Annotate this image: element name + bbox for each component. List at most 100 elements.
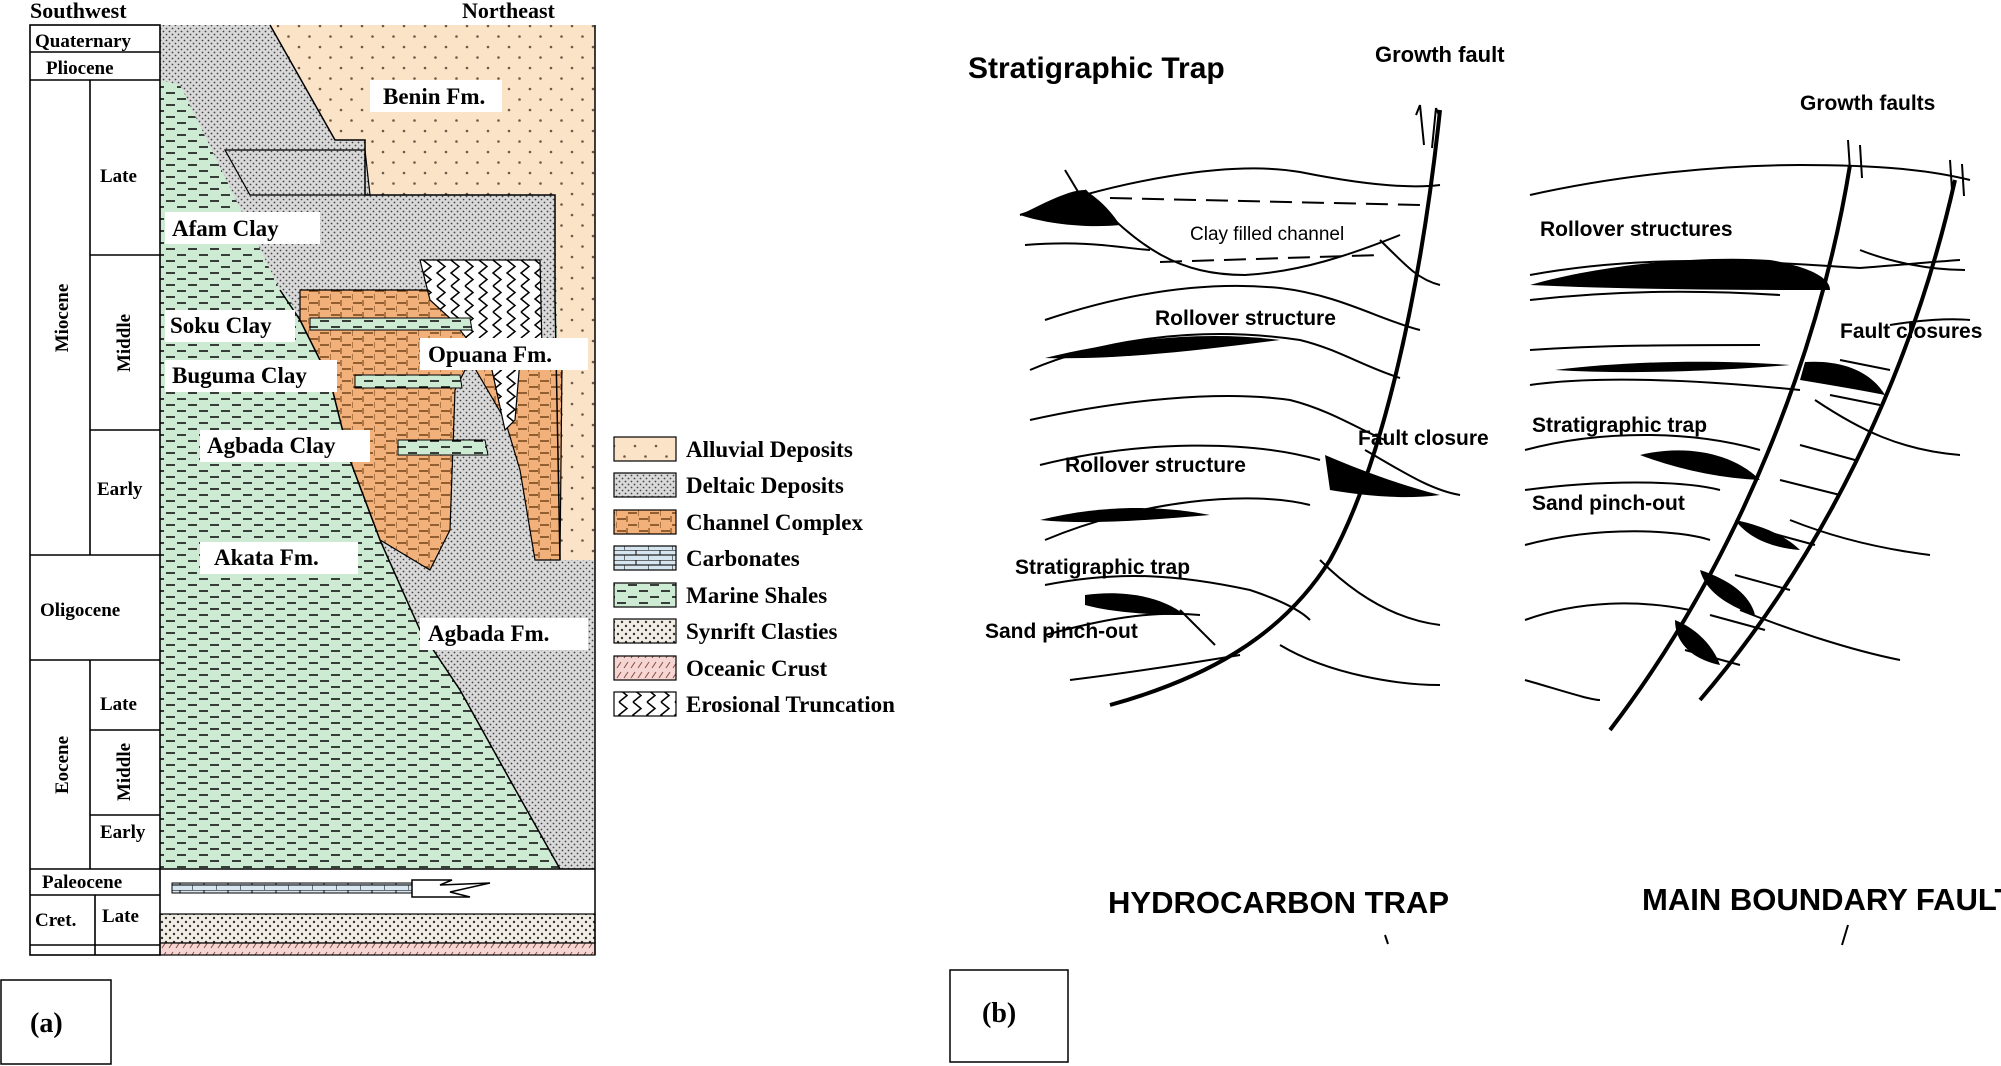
stratigraphic-trap-label: Stratigraphic trap bbox=[1015, 556, 1190, 579]
sand-pinch-out-label: Sand pinch-out bbox=[985, 620, 1138, 643]
main-growth-fault bbox=[1109, 109, 1442, 707]
main-boundary-fault-caption: MAIN BOUNDARY FAULT bbox=[1642, 882, 2001, 917]
panel-b-label-box bbox=[949, 969, 1069, 1063]
buguma-clay-stripe bbox=[354, 374, 463, 389]
legend-swatch-erosion bbox=[613, 691, 677, 717]
rf-body-rollover bbox=[1530, 258, 1830, 290]
legend-swatch-carbonate bbox=[613, 545, 677, 571]
growth-fault-arrows bbox=[1415, 104, 1441, 149]
legend-swatch-synrift bbox=[613, 618, 677, 644]
pliocene-label: Pliocene bbox=[46, 58, 114, 79]
panel-b: Stratigraphic Trap Growth fault Clay fil… bbox=[949, 42, 2001, 1063]
right-stratum-top bbox=[1529, 163, 1971, 196]
oligocene-label: Oligocene bbox=[40, 600, 120, 621]
right-stratum-4 bbox=[1529, 378, 1801, 391]
right-stratum-9 bbox=[1524, 679, 1601, 701]
clay-filled-channel-label: Clay filled channel bbox=[1190, 224, 1344, 245]
stratum-line-12 bbox=[1179, 609, 1216, 646]
trap-body-stratigraphic bbox=[1020, 190, 1120, 227]
stratum-line-7 bbox=[1044, 497, 1311, 541]
paleocene-truncation bbox=[411, 879, 491, 898]
rf-body-fault-closure-2 bbox=[1555, 361, 1790, 373]
miocene-label: Miocene bbox=[52, 284, 73, 353]
panel-a-label-box bbox=[0, 979, 112, 1065]
stratum-line-6 bbox=[1039, 444, 1321, 466]
agbada-akata-boundary bbox=[279, 289, 561, 870]
rollover-structure-label-2: Rollover structure bbox=[1065, 454, 1246, 477]
eocene-middle-label: Middle bbox=[114, 743, 135, 801]
legend-label-oceanic: Oceanic Crust bbox=[686, 656, 828, 681]
rollover-structure-label-1: Rollover structure bbox=[1155, 307, 1336, 330]
afam-label-box bbox=[165, 212, 320, 244]
legend-label-channel: Channel Complex bbox=[686, 510, 863, 535]
stratigraphic-column bbox=[29, 24, 161, 956]
legend-swatch-oceanic bbox=[613, 655, 677, 681]
hydrocarbon-trap-caption: HYDROCARBON TRAP bbox=[1108, 885, 1449, 920]
miocene-middle-label: Middle bbox=[114, 314, 135, 372]
legend-swatch-channel bbox=[613, 509, 677, 535]
buguma-clay-label: Buguma Clay bbox=[172, 363, 307, 388]
legend: Alluvial Deposits Deltaic Deposits Chann… bbox=[613, 436, 895, 717]
legend-label-marine: Marine Shales bbox=[686, 583, 827, 608]
agbada-clay-stripe bbox=[397, 439, 489, 456]
rf-body-pinch-1 bbox=[1735, 520, 1800, 550]
akata-label-box bbox=[200, 542, 358, 574]
southwest-heading: Southwest bbox=[30, 0, 127, 23]
eocene-label: Eocene bbox=[52, 736, 73, 794]
right-stratum-12 bbox=[1739, 609, 1901, 661]
panel-a: Southwest Northeast Benin Fm. Afam Clay … bbox=[0, 0, 895, 1065]
right-stratum-5 bbox=[1524, 434, 1761, 451]
eocene-late-label: Late bbox=[100, 694, 137, 715]
trap-body-stratigraphic-2 bbox=[1085, 593, 1185, 615]
legend-label-erosion: Erosional Truncation bbox=[686, 692, 895, 717]
oceanic-crust-fill bbox=[159, 942, 596, 956]
stratum-line-13 bbox=[1279, 644, 1441, 686]
stratigraphic-trap-title: Stratigraphic Trap bbox=[968, 52, 1225, 85]
right-stratum-6 bbox=[1524, 481, 1721, 491]
legend-label-deltaic: Deltaic Deposits bbox=[686, 473, 844, 498]
trap-body-fault-closure bbox=[1325, 455, 1440, 498]
soku-clay-label: Soku Clay bbox=[170, 313, 272, 338]
soku-label-box bbox=[165, 310, 295, 342]
legend-swatch-alluvial bbox=[613, 436, 677, 462]
main-boundary-fault-diagram bbox=[1524, 139, 1971, 946]
right-stratum-8 bbox=[1524, 602, 1691, 621]
opuana-label-box bbox=[420, 338, 588, 370]
miocene-late-label: Late bbox=[100, 166, 137, 187]
panel-a-label: (a) bbox=[30, 1008, 63, 1039]
boundary-fault-a bbox=[1608, 164, 1852, 732]
panel-b-label: (b) bbox=[982, 998, 1016, 1029]
paleocene-label: Paleocene bbox=[42, 872, 122, 893]
legend-swatch-marine bbox=[613, 582, 677, 608]
growth-fault-label: Growth fault bbox=[1375, 42, 1505, 67]
northeast-heading: Northeast bbox=[462, 0, 556, 23]
right-stratum-10 bbox=[1814, 399, 1961, 456]
cretaceous-label: Cret. bbox=[35, 910, 76, 931]
right-stratum-1b bbox=[1859, 259, 1961, 269]
right-stratum-7 bbox=[1524, 530, 1711, 546]
channel-dashes-1 bbox=[1109, 197, 1421, 206]
opuana-fm-label: Opuana Fm. bbox=[428, 342, 552, 367]
soku-clay-stripe bbox=[309, 317, 473, 331]
akata-fm-label: Akata Fm. bbox=[214, 545, 319, 570]
rf-body-pinch-2 bbox=[1700, 570, 1755, 615]
channel-base bbox=[1084, 189, 1401, 277]
right-stratum-3 bbox=[1529, 344, 1761, 351]
right-stratum-11 bbox=[1789, 519, 1931, 556]
agbada-clay-label: Agbada Clay bbox=[207, 433, 336, 458]
right-stratum-13 bbox=[1859, 249, 1966, 271]
fault-closure-label: Fault closure bbox=[1358, 427, 1489, 450]
stratum-line-9 bbox=[1364, 449, 1461, 496]
agbada-fm-label: Agbada Fm. bbox=[428, 621, 549, 646]
stratum-line-2 bbox=[1379, 239, 1441, 286]
rf-body-strat-trap bbox=[1640, 450, 1760, 480]
rollover-structures-label: Rollover structures bbox=[1540, 218, 1733, 241]
trap-body-rollover-2 bbox=[1040, 508, 1210, 523]
right-stratum-2 bbox=[1529, 290, 1781, 301]
legend-swatch-deltaic bbox=[613, 472, 677, 498]
stratigraphic-trap-right-label: Stratigraphic trap bbox=[1532, 414, 1707, 437]
quaternary-label: Quaternary bbox=[35, 31, 132, 52]
stratum-line-3 bbox=[1044, 284, 1421, 331]
legend-label-carbonate: Carbonates bbox=[686, 546, 800, 571]
